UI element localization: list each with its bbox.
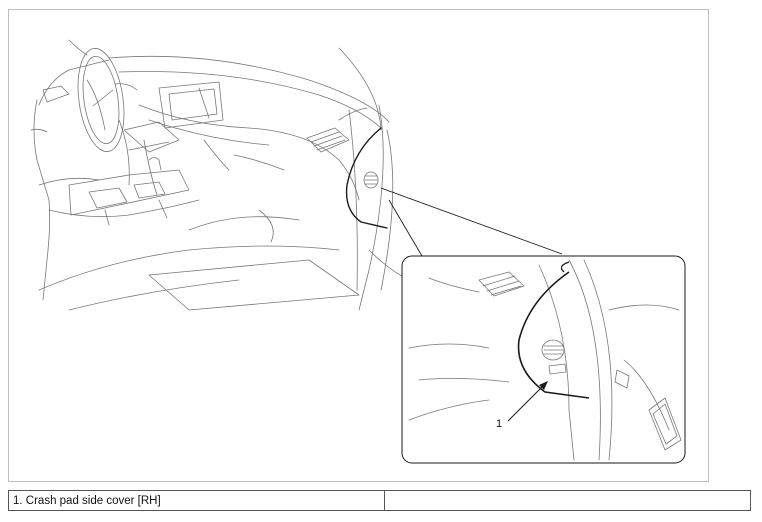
left-door-panel [30,85,100,301]
center-console [48,119,200,226]
steering-wheel [77,48,138,152]
legend-row: 1. Crash pad side cover [RH] [8,490,751,511]
legend-item-text: 1. Crash pad side cover [RH] [8,490,385,511]
callout-1: 1 [496,381,548,430]
dashboard [108,55,390,201]
legend-empty-cell [384,490,751,511]
callout-number: 1 [496,418,502,430]
crash-pad-side-cover-detail [517,271,590,399]
crash-pad-side-cover-main [345,127,388,229]
detail-inset: 1 [401,255,686,464]
floor [38,209,360,311]
vehicle-interior-illustration: 1 [30,39,686,464]
right-a-pillar [338,47,394,311]
detail-leader-lines [380,187,563,257]
legend-table: 1. Crash pad side cover [RH] [8,490,751,511]
illustration-frame: 1 [8,9,709,482]
